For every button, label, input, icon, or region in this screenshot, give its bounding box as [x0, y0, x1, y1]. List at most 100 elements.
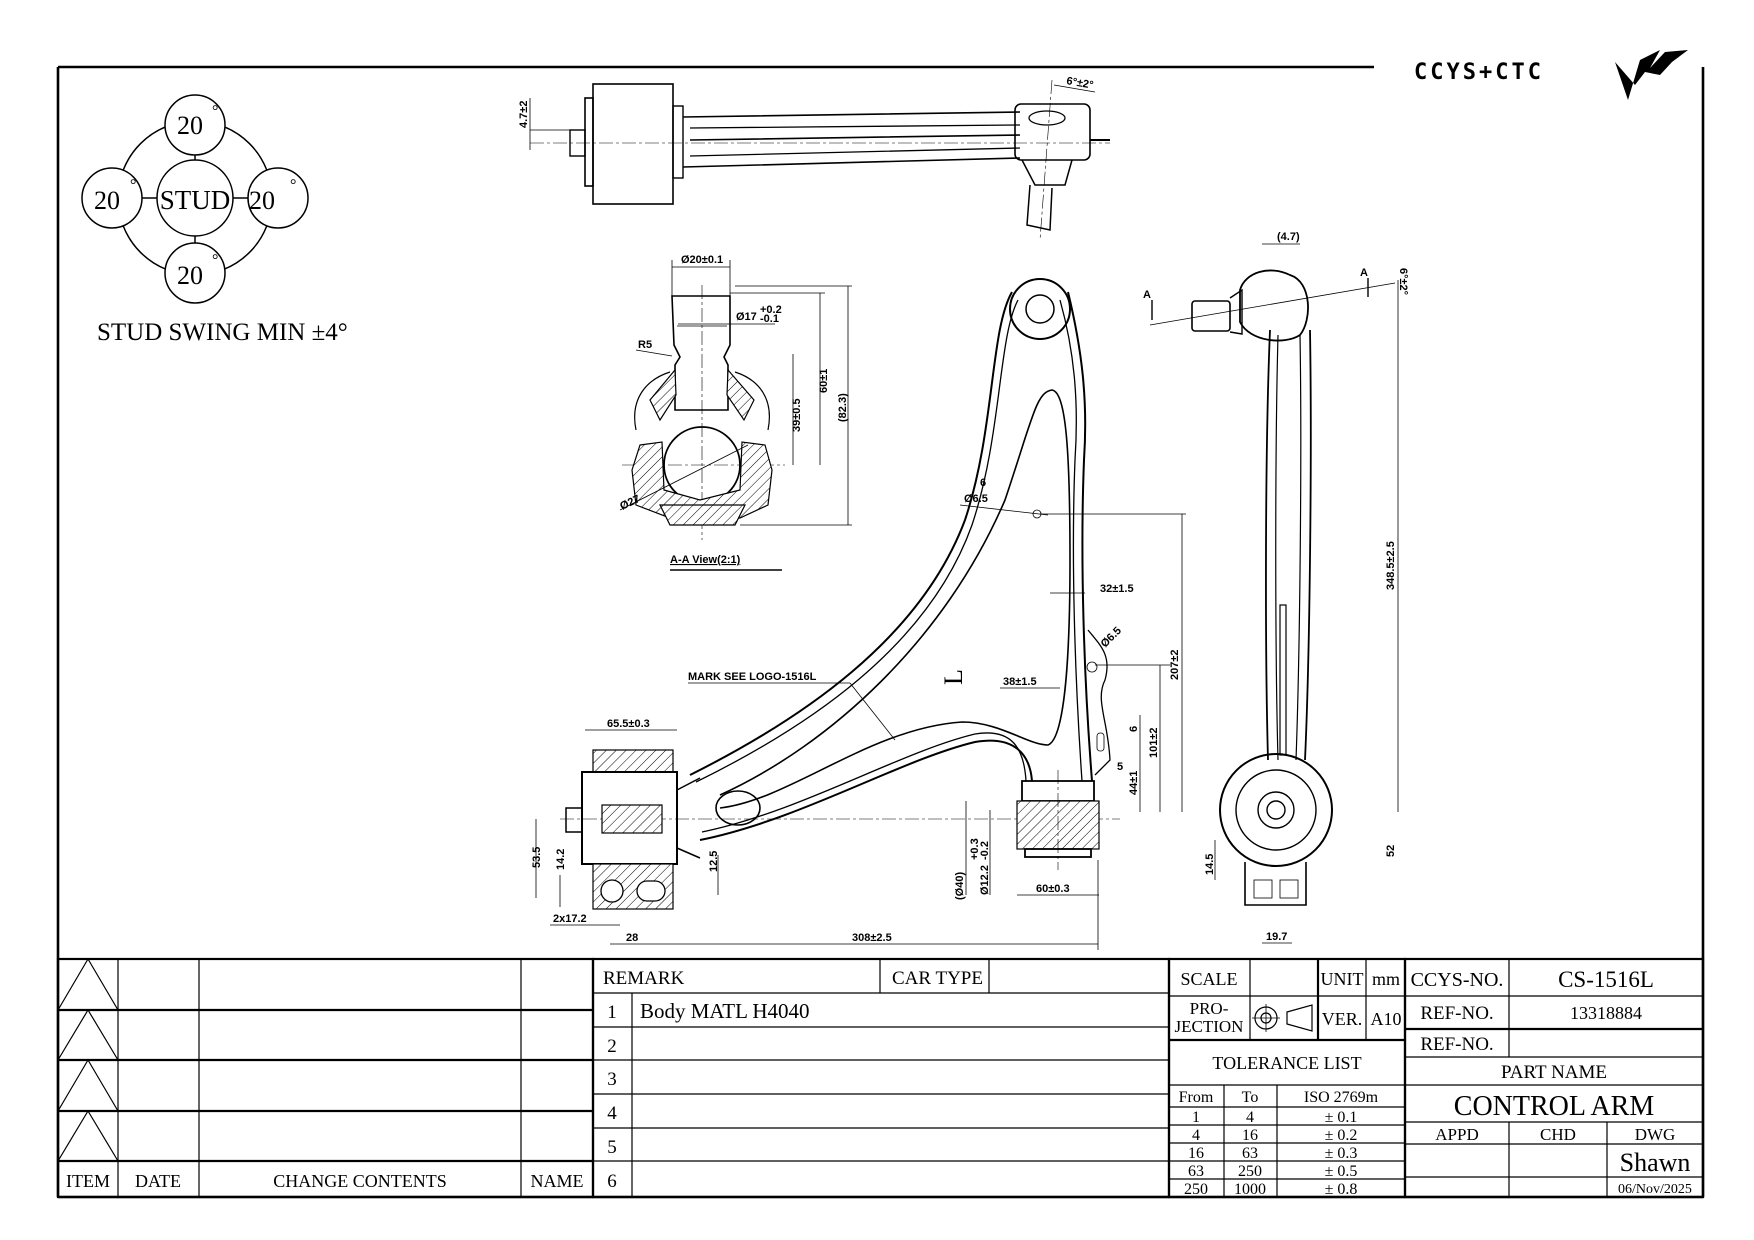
dim-28: 28 [626, 932, 638, 944]
ccys-no-label: CCYS-NO. [1411, 969, 1504, 991]
right-angle: 20 [249, 186, 275, 215]
dwg-label: DWG [1635, 1125, 1676, 1144]
dim-hole-1: Ø6.5 [964, 493, 988, 505]
svg-text:16: 16 [1188, 1145, 1204, 1162]
dim-207: 207±2 [1169, 649, 1181, 680]
svg-text:250: 250 [1238, 1163, 1262, 1180]
stud-label: STUD [160, 185, 231, 215]
tolerance-row: 250 1000 ± 0.8 [1184, 1181, 1357, 1198]
dim-348-5: 348.5±2.5 [1385, 541, 1397, 590]
tolerance-row: 16 63 ± 0.3 [1188, 1145, 1357, 1162]
svg-text:4: 4 [1192, 1127, 1200, 1144]
appd-label: APPD [1435, 1125, 1478, 1144]
section-title: A-A View(2:1) [670, 554, 741, 566]
svg-text:± 0.1: ± 0.1 [1325, 1109, 1358, 1126]
dim-angle-side: 6°±2° [1397, 268, 1409, 295]
dim-6-side: 6 [1128, 726, 1140, 732]
ref-no-value: 13318884 [1570, 1003, 1642, 1023]
dim-308: 308±2.5 [852, 932, 892, 944]
part-name-label: PART NAME [1501, 1062, 1607, 1083]
svg-text:± 0.8: ± 0.8 [1325, 1181, 1358, 1198]
dim-2x17-2: 2x17.2 [553, 913, 587, 925]
ccys-no-value: CS-1516L [1558, 967, 1654, 992]
bottom-angle: 20 [177, 261, 203, 290]
degree-mark: ° [212, 103, 218, 120]
svg-text:250: 250 [1184, 1181, 1208, 1198]
remark-row-no: 4 [607, 1103, 617, 1124]
svg-text:63: 63 [1242, 1145, 1258, 1162]
dim-38: 38±1.5 [1003, 676, 1037, 688]
dim-radius: R5 [638, 339, 652, 351]
drawn-by: Shawn [1620, 1148, 1691, 1177]
dim-neck-tol-upper: +0.2 [760, 304, 782, 316]
stud-swing-diagram: STUD 20 20 20 20 ° ° ° ° STUD SWING MIN … [81, 94, 348, 346]
ref-no-label: REF-NO. [1420, 1003, 1493, 1024]
svg-text:± 0.5: ± 0.5 [1325, 1163, 1358, 1180]
logo-text: CCYS+CTC [1414, 60, 1544, 85]
part-name-value: CONTROL ARM [1454, 1091, 1655, 1122]
tolerance-title: TOLERANCE LIST [1212, 1053, 1361, 1073]
unit-value: mm [1372, 969, 1400, 989]
dim-53-5: 53.5 [531, 847, 543, 868]
main-view: MARK SEE LOGO-1516L L 6 Ø6.5 32±1.5 Ø6.5… [531, 278, 1186, 950]
dim-44: 44±1 [1128, 771, 1140, 795]
svg-text:± 0.3: ± 0.3 [1325, 1145, 1358, 1162]
car-type-label: CAR TYPE [892, 968, 983, 989]
remark-row-no: 1 [607, 1002, 617, 1023]
tolerance-header-from: From [1179, 1089, 1214, 1106]
remark-row-no: 2 [607, 1036, 617, 1057]
section-mark-left: A [1143, 289, 1151, 301]
dim-14-5: 14.5 [1204, 854, 1216, 875]
stud-swing-caption: STUD SWING MIN ±4° [97, 319, 348, 346]
remark-row-no: 5 [607, 1137, 617, 1158]
dim-12-2: Ø12.2 [979, 865, 991, 895]
header-name: NAME [531, 1171, 584, 1191]
dim-stud-dia: Ø20±0.1 [681, 254, 723, 266]
dim-offset: 4.7±2 [518, 101, 530, 128]
left-angle: 20 [94, 186, 120, 215]
remark-table: REMARK CAR TYPE 1 Body MATL H4040 2 3 4 … [591, 957, 1171, 1199]
dim-height-ref: (82.3) [837, 393, 849, 422]
svg-text:± 0.2: ± 0.2 [1325, 1127, 1358, 1144]
ccys-ctc-logo: CCYS+CTC [1414, 50, 1688, 100]
degree-mark: ° [212, 252, 218, 269]
dim-angle: 6°±2° [1065, 75, 1094, 92]
dim-52: 52 [1385, 845, 1397, 857]
tolerance-header-iso: ISO 2769m [1304, 1089, 1379, 1106]
version-value: A10 [1371, 1009, 1402, 1029]
tolerance-header-to: To [1242, 1089, 1259, 1106]
tolerance-row: 63 250 ± 0.5 [1188, 1163, 1357, 1180]
dim-12-5: 12.5 [708, 851, 720, 872]
part-info-block: CCYS-NO. CS-1516L REF-NO. 13318884 REF-N… [1403, 957, 1705, 1199]
remark-label: REMARK [603, 968, 685, 989]
unit-label: UNIT [1321, 969, 1364, 989]
header-item: ITEM [66, 1171, 110, 1191]
remark-row-no: 3 [607, 1069, 617, 1090]
top-angle: 20 [177, 111, 203, 140]
version-label: VER. [1322, 1009, 1363, 1029]
dim-40: (Ø40) [954, 872, 966, 900]
dim-12-2-tol-lower: -0.2 [979, 841, 991, 860]
remark-row-text: Body MATL H4040 [640, 999, 810, 1023]
svg-text:16: 16 [1242, 1127, 1258, 1144]
dim-neck-dia: Ø17 [736, 311, 757, 323]
dim-14-2: 14.2 [555, 849, 567, 870]
projection-label: PRO- [1190, 999, 1229, 1018]
dim-32: 32±1.5 [1100, 583, 1134, 595]
dim-height-60: 60±1 [818, 369, 830, 393]
scale-label: SCALE [1180, 969, 1237, 989]
dim-60: 60±0.3 [1036, 883, 1070, 895]
svg-text:1: 1 [1192, 1109, 1200, 1126]
tolerance-row: 4 16 ± 0.2 [1192, 1127, 1357, 1144]
third-angle-projection-icon [1252, 1004, 1313, 1032]
dim-6-top: 6 [980, 477, 986, 489]
tolerance-row: 1 4 ± 0.1 [1192, 1109, 1357, 1126]
svg-text:4: 4 [1246, 1109, 1254, 1126]
dim-neck-tol-lower: -0.1 [760, 313, 779, 325]
svg-text:63: 63 [1188, 1163, 1204, 1180]
degree-mark: ° [290, 177, 296, 194]
dim-height-39: 39±0.5 [791, 398, 803, 432]
degree-mark: ° [130, 177, 136, 194]
dim-5: 5 [1117, 761, 1123, 773]
